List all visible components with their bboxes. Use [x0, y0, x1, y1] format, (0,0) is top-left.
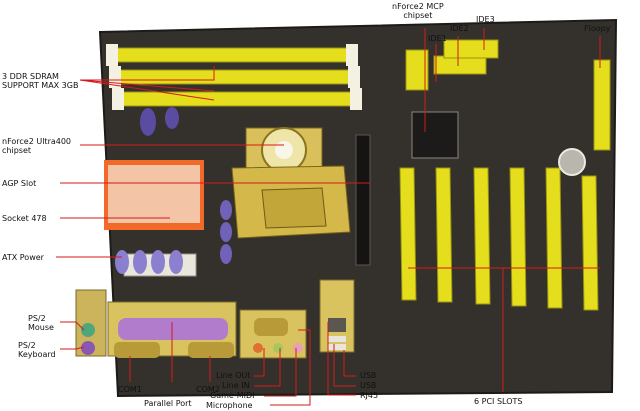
label-northbridge-chipset: nForce2 Ultra400 chipset — [2, 137, 72, 155]
label-atx-power: ATX Power — [2, 253, 44, 262]
purple-capacitors — [115, 250, 183, 274]
label-pci-slots: 6 PCI SLOTS — [474, 397, 523, 406]
label-ddr-sdram: 3 DDR SDRAM SUPPORT MAX 3GB — [2, 72, 79, 90]
label-ide1: IDE1 — [428, 34, 447, 43]
label-ide2: IDE2 — [450, 24, 469, 33]
label-game-midi: Game-MIDI — [210, 391, 255, 400]
label-com1: COM1 — [118, 385, 142, 394]
northbridge-heatsink — [245, 127, 323, 175]
label-rj45: RJ45 — [360, 391, 379, 400]
label-usb-1: USB — [360, 371, 377, 380]
label-parallel-port: Parallel Port — [144, 399, 192, 408]
label-usb-2: USB — [360, 381, 377, 390]
label-line-out: Line OUt — [216, 371, 251, 380]
label-floppy: Floopy — [584, 24, 611, 33]
leader-lines — [56, 28, 601, 406]
mcp-chip — [411, 111, 459, 159]
ddr-dimm-slots — [106, 44, 362, 110]
label-com2: COM2 — [196, 385, 220, 394]
cpu-socket-heatsink — [231, 165, 351, 239]
label-line-in: Line IN — [222, 381, 250, 390]
label-ide3: IDE3 — [476, 15, 495, 24]
agp-slot — [355, 134, 371, 266]
label-mcp-chipset: nForce2 MCP chipset — [392, 2, 444, 20]
floppy-connector — [593, 59, 611, 151]
label-microphone: Microphone — [206, 401, 253, 410]
label-ps2-mouse: PS/2 Mouse — [28, 314, 54, 332]
label-socket-478: Socket 478 — [2, 214, 47, 223]
label-ps2-keyboard: PS/2 Keyboard — [18, 341, 56, 359]
label-agp-slot: AGP Slot — [2, 179, 37, 188]
cmos-battery — [558, 148, 586, 176]
